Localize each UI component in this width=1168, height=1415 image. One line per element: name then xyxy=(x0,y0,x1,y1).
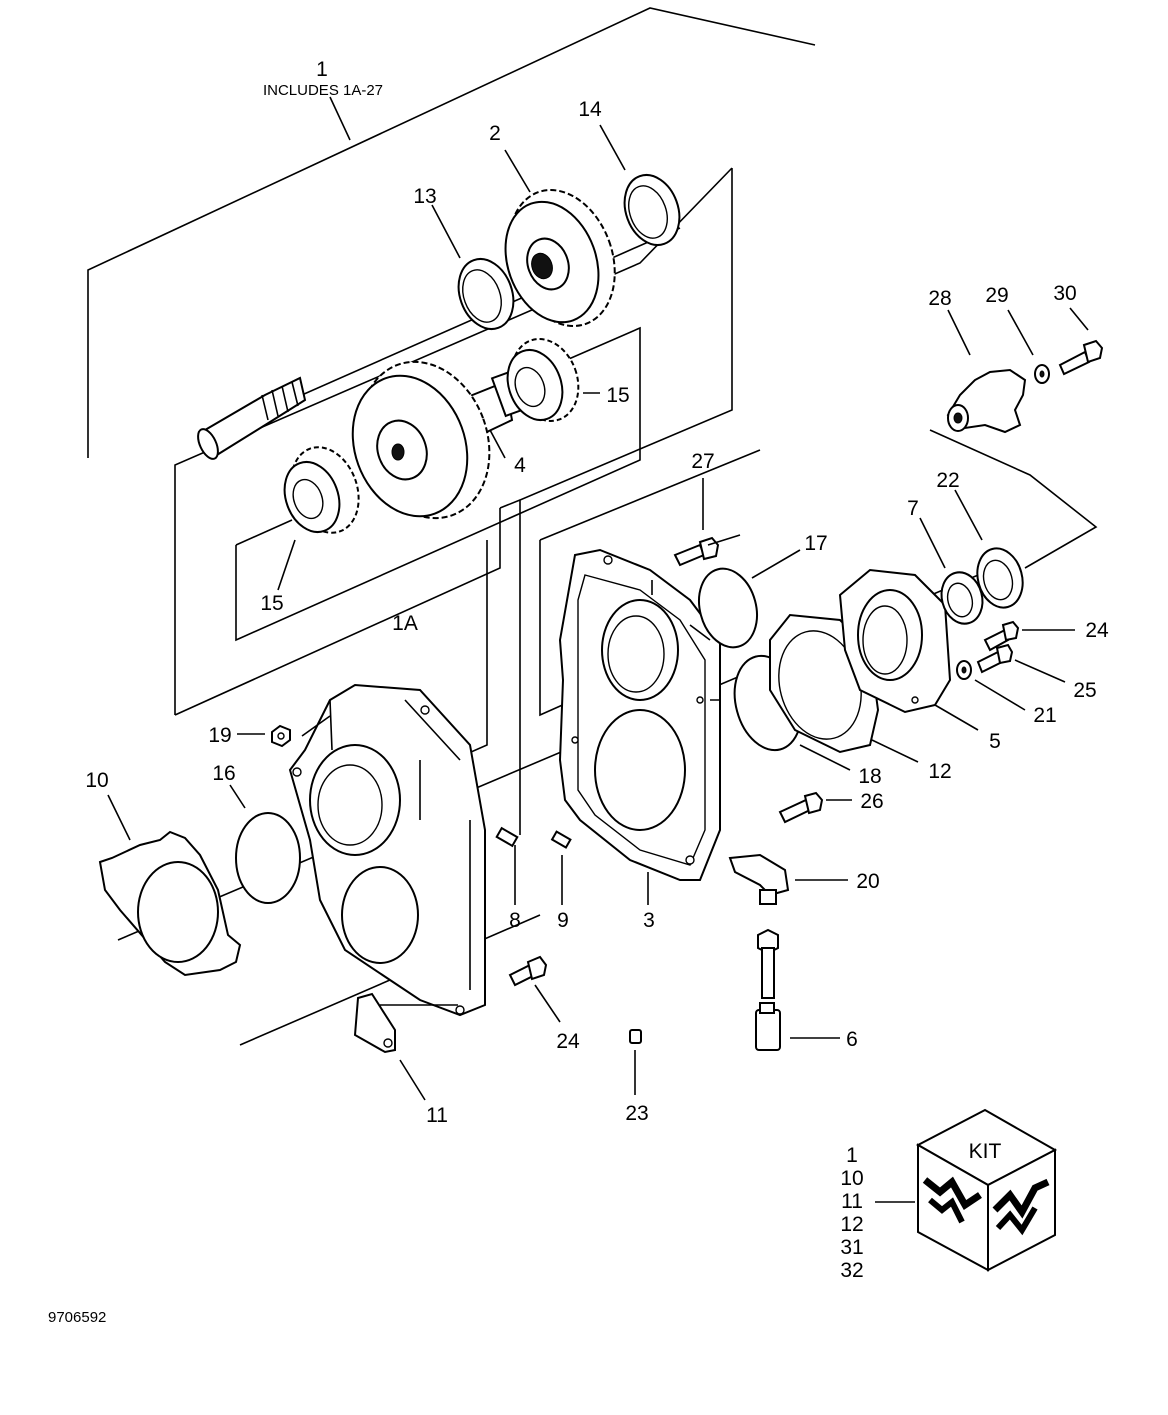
kit-item: 31 xyxy=(840,1236,863,1259)
callout-labels: 1 INCLUDES 1A-27 2 14 13 15 4 15 1A 19 1… xyxy=(85,58,1109,1127)
callout-7: 7 xyxy=(907,497,919,520)
kit-item: 1 xyxy=(846,1144,858,1167)
bracket-11 xyxy=(353,992,396,1054)
bearing-race-13 xyxy=(457,258,515,330)
washer-29 xyxy=(1034,364,1050,384)
callout-18: 18 xyxy=(858,765,881,788)
kit-item: 11 xyxy=(841,1190,863,1213)
shaft xyxy=(197,376,307,460)
seal-plate-10 xyxy=(98,830,242,977)
gear-4 xyxy=(351,360,536,520)
callout-6: 6 xyxy=(846,1028,858,1051)
kit-title: KIT xyxy=(969,1140,1002,1163)
callout-25: 25 xyxy=(1073,679,1096,702)
callout-4: 4 xyxy=(514,454,526,477)
dowel-pin-8 xyxy=(495,826,519,848)
callout-1a: 1A xyxy=(392,612,418,635)
callout-13: 13 xyxy=(413,185,436,208)
carrier-5 xyxy=(838,568,952,714)
callout-28: 28 xyxy=(928,287,951,310)
housing-3 xyxy=(558,548,721,881)
callout-22: 22 xyxy=(936,469,959,492)
kit-logo-right xyxy=(992,1178,1050,1219)
figure-number: 9706592 xyxy=(48,1309,106,1326)
callout-8: 8 xyxy=(509,909,521,932)
o-ring-17 xyxy=(698,567,758,649)
callout-23: 23 xyxy=(625,1102,648,1125)
leader-lines xyxy=(107,124,1089,1101)
o-ring-16 xyxy=(235,812,301,904)
bolt-24-right xyxy=(983,620,1020,652)
washer-21 xyxy=(956,660,972,680)
callout-3: 3 xyxy=(643,909,655,932)
kit-item: 10 xyxy=(840,1167,863,1190)
kit-logo-left xyxy=(922,1176,982,1211)
kit-item: 12 xyxy=(840,1213,863,1236)
callout-29: 29 xyxy=(985,284,1008,307)
callout-5: 5 xyxy=(989,730,1001,753)
callout-14: 14 xyxy=(578,98,602,121)
bolt-30 xyxy=(1058,339,1104,376)
callout-2: 2 xyxy=(489,122,501,145)
callout-21: 21 xyxy=(1033,704,1056,727)
bolt-24-lower xyxy=(508,955,548,987)
seal-22 xyxy=(976,547,1024,609)
nut-19 xyxy=(271,724,291,748)
callout-10: 10 xyxy=(85,769,108,792)
callout-16: 16 xyxy=(212,762,235,785)
sight-tube-6 xyxy=(755,928,781,1051)
bolt-26 xyxy=(778,791,824,824)
gear-2 xyxy=(504,189,616,327)
tapered-bearing-15-lower xyxy=(283,446,360,534)
callout-11: 11 xyxy=(426,1104,448,1127)
dowel-pin-9 xyxy=(550,830,572,849)
callout-24-lower: 24 xyxy=(556,1030,580,1053)
housing-1a xyxy=(288,683,486,1017)
callout-20: 20 xyxy=(856,870,879,893)
callout-17: 17 xyxy=(804,532,827,555)
bolt-27 xyxy=(673,536,720,567)
callout-12: 12 xyxy=(928,760,951,783)
kit-box: KIT xyxy=(875,1108,1058,1272)
tapered-bearing-15-upper xyxy=(506,338,580,422)
bolt-25 xyxy=(976,643,1014,674)
callout-30: 30 xyxy=(1053,282,1076,305)
callout-9: 9 xyxy=(557,909,569,932)
plug-23 xyxy=(629,1029,642,1044)
bearing-race-14 xyxy=(623,174,681,246)
callout-27: 27 xyxy=(691,450,714,473)
callout-15-upper: 15 xyxy=(606,384,629,407)
callout-1: 1 xyxy=(316,58,328,81)
kit-item: 32 xyxy=(840,1259,863,1282)
callout-15-lower: 15 xyxy=(260,592,283,615)
includes-note: INCLUDES 1A-27 xyxy=(263,82,383,99)
callout-26: 26 xyxy=(860,790,883,813)
yoke-28 xyxy=(946,368,1027,434)
kit-item-list: 1 10 11 12 31 32 xyxy=(840,1144,863,1282)
elbow-fitting-20 xyxy=(728,853,790,905)
bearing-7 xyxy=(940,571,984,625)
callout-24-right: 24 xyxy=(1085,619,1109,642)
callout-19: 19 xyxy=(208,724,231,747)
